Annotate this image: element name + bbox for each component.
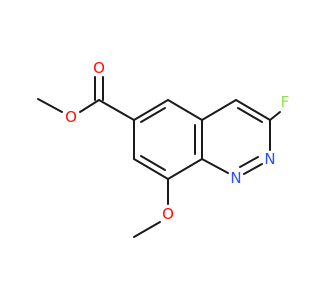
- molecule-structure: O O O F N N: [37, 59, 289, 238]
- bond-methoxy-o-methyl: [133, 221, 161, 238]
- bond-c3-fluorine: [269, 111, 281, 121]
- bond-ring-c6-c5: [133, 99, 169, 121]
- bond-ring-inner-a: [140, 107, 166, 123]
- bond-ring-inner-c: [140, 155, 166, 171]
- atom-labels: O O O F N N: [65, 59, 289, 223]
- bond-carbonyl-ring: [98, 99, 135, 121]
- fluorine-label: F: [281, 93, 290, 111]
- ester-oxygen-label: O: [65, 108, 77, 126]
- bond-ring-c8-c7: [133, 158, 169, 180]
- bonds: [37, 76, 281, 238]
- methoxy-oxygen-label: O: [162, 205, 174, 223]
- nitrogen-1-label: N: [230, 169, 241, 187]
- bond-ring-n1-c8a: [201, 158, 229, 174]
- bond-ester-o-carbonyl: [79, 99, 100, 113]
- bond-ring-c4-c3: [235, 99, 271, 121]
- bond-ring-n2-n1-a: [243, 163, 263, 175]
- bond-ring-c8a-c8: [167, 158, 203, 180]
- bond-ring-c4-c3-inner: [237, 107, 263, 123]
- bond-ring-n2-n1-b: [239, 156, 259, 168]
- bond-ring-c4a-c4: [201, 99, 237, 121]
- bond-ring-c5-c4a: [167, 99, 203, 121]
- carbonyl-oxygen-label: O: [93, 59, 105, 77]
- bond-ester-methyl: [37, 98, 63, 113]
- nitrogen-2-label: N: [264, 150, 275, 168]
